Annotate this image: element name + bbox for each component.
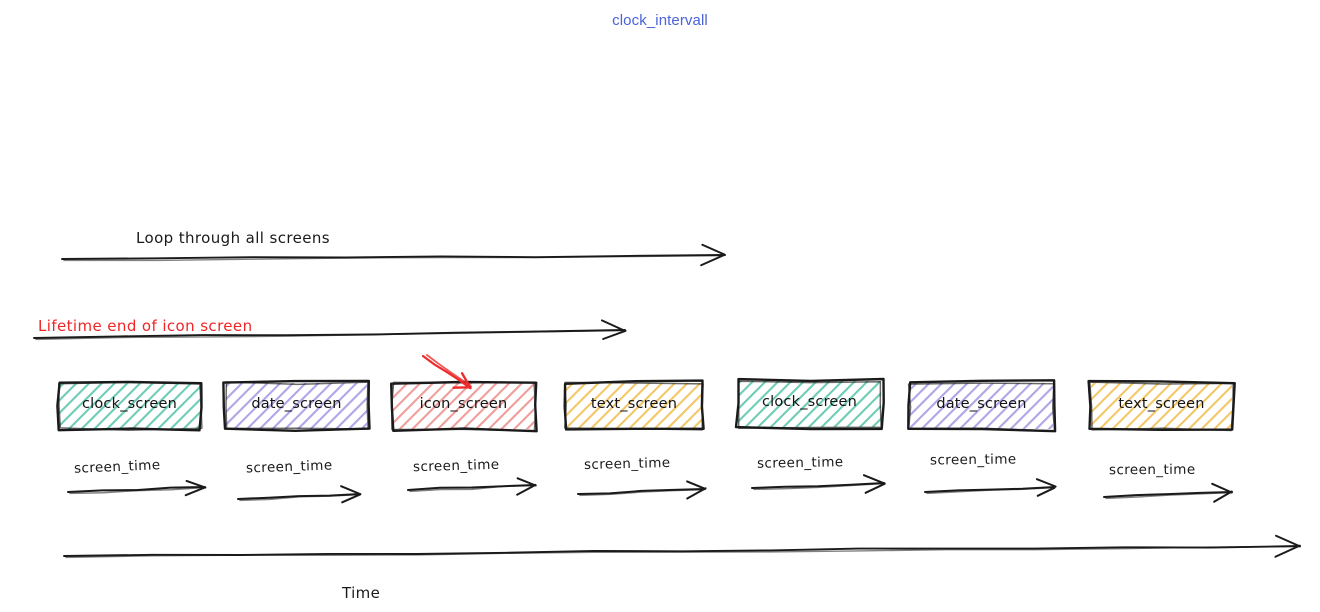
screen-time-arrow-5 — [924, 478, 1057, 497]
screen-time-label-3: screen_time — [583, 454, 671, 474]
screen-time-label-5: screen_time — [929, 451, 1017, 469]
screen-time-arrow-0 — [67, 479, 207, 497]
screen-box-label: icon_screen — [419, 396, 508, 412]
time-axis-arrow — [63, 534, 1301, 559]
screen-box-label: date_screen — [251, 396, 342, 412]
screen-time-arrow-6 — [1103, 482, 1233, 503]
screen-time-arrow-1 — [237, 485, 362, 504]
screen-box-date-screen-5[interactable] — [907, 379, 1057, 433]
loop-through-all-screens-arrow — [61, 243, 726, 267]
screen-box-label: text_screen — [590, 396, 678, 412]
screen-box-clock-screen-4[interactable] — [734, 377, 885, 431]
screen-box-clock-screen-0[interactable] — [56, 380, 203, 432]
red-pointer-arrow — [421, 354, 472, 390]
screen-box-text-screen-6[interactable] — [1087, 379, 1236, 432]
screen-time-label-2: screen_time — [412, 456, 500, 476]
screen-box-label: text_screen — [1118, 396, 1205, 412]
loop-through-all-screens-label: Loop through all screens — [136, 229, 331, 247]
time-axis-label: Time — [342, 584, 381, 602]
screen-time-arrow-3 — [577, 480, 707, 500]
screen-box-label: clock_screen — [81, 396, 178, 412]
page-title: clock_intervall — [612, 12, 708, 29]
screen-time-label-4: screen_time — [756, 454, 844, 472]
screen-time-arrow-4 — [751, 474, 886, 494]
lifetime-end-of-icon-screen-label: Lifetime end of icon screen — [38, 317, 253, 335]
screen-box-icon-screen-2[interactable] — [390, 380, 538, 433]
screen-box-label: date_screen — [936, 396, 1027, 412]
screen-time-label-6: screen_time — [1108, 461, 1196, 479]
screen-box-date-screen-1[interactable] — [222, 379, 371, 432]
lifetime-end-of-icon-screen-arrow — [33, 319, 627, 341]
screen-box-label: clock_screen — [761, 394, 858, 410]
screen-box-text-screen-3[interactable] — [563, 379, 705, 431]
screen-time-label-1: screen_time — [245, 457, 333, 477]
screen-time-arrow-2 — [407, 477, 537, 496]
